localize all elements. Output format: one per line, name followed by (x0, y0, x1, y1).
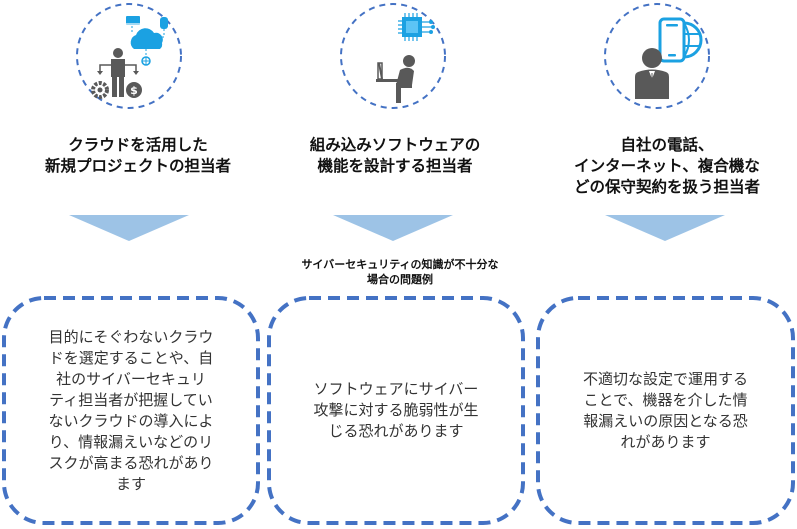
label-line: 場合の問題例 (367, 273, 433, 286)
cloud-manager-icon: $ (74, 1, 184, 111)
role-title-line: 機能を設計する担当者 (317, 157, 473, 175)
problem-line: ソフトウェアにサイバー (313, 380, 479, 398)
svg-text:$: $ (130, 84, 138, 97)
role-title-line: クラウドを活用した (68, 136, 208, 154)
problem-line: じる恐れがあります (328, 422, 464, 440)
down-arrow-icon (69, 215, 189, 241)
role-title-line: 自社の電話、 (620, 136, 714, 154)
telecom-contract-icon (602, 1, 712, 111)
problem-line: 攻撃に対する脆弱性が生 (313, 401, 479, 419)
role-title-embedded: 組み込みソフトウェアの 機能を設計する担当者 (270, 135, 520, 177)
role-title-line: どの保守契約を扱う担当者 (573, 178, 760, 196)
problem-line: ことで、機器を介した情 (583, 390, 748, 409)
problem-line: 不適切な設定で運用する (582, 369, 748, 388)
label-line: サイバーセキュリティの知識が不十分な (301, 258, 499, 271)
problem-line: り、情報漏えいなどのリ (48, 432, 214, 451)
role-title-cloud: クラウドを活用した 新規プロジェクトの担当者 (14, 135, 262, 177)
problem-line: れがあります (620, 432, 711, 451)
problem-text: ソフトウェアにサイバー 攻撃に対する脆弱性が生 じる恐れがあります (313, 379, 478, 442)
problem-line: 目的にそぐわないクラウ (48, 327, 214, 346)
down-arrow-icon (333, 215, 453, 241)
problem-box-embedded: ソフトウェアにサイバー 攻撃に対する脆弱性が生 じる恐れがあります (267, 296, 525, 525)
role-title-telecom: 自社の電話、 インターネット、複合機な どの保守契約を扱う担当者 (537, 135, 797, 198)
problem-line: ないクラウドの導入によ (48, 411, 214, 430)
role-title-line: 組み込みソフトウェアの (309, 136, 481, 154)
role-title-line: インターネット、複合機な (574, 157, 760, 175)
problem-box-telecom: 不適切な設定で運用する ことで、機器を介した情 報漏えいの原因となる恐 れがあり… (536, 296, 795, 525)
problem-box-cloud: 目的にそぐわないクラウ ドを選定することや、自 社のサイバーセキュリ ティ担当者… (2, 296, 260, 525)
problem-line: スクが高まる恐れがあり (48, 453, 214, 472)
problem-line: ティ担当者が把握してい (49, 390, 213, 409)
problem-line: ます (115, 474, 146, 493)
problem-examples-label: サイバーセキュリティの知識が不十分な 場合の問題例 (250, 257, 550, 287)
down-arrow-icon (605, 215, 725, 241)
problem-line: 社のサイバーセキュリ (56, 369, 206, 388)
problem-text: 不適切な設定で運用する ことで、機器を介した情 報漏えいの原因となる恐 れがあり… (583, 369, 748, 453)
problem-text: 目的にそぐわないクラウ ドを選定することや、自 社のサイバーセキュリ ティ担当者… (48, 327, 213, 495)
problem-line: 報漏えいの原因となる恐 (583, 411, 748, 430)
problem-line: ドを選定することや、自 (48, 348, 214, 367)
embedded-developer-icon (338, 1, 448, 111)
role-title-line: 新規プロジェクトの担当者 (44, 157, 231, 175)
